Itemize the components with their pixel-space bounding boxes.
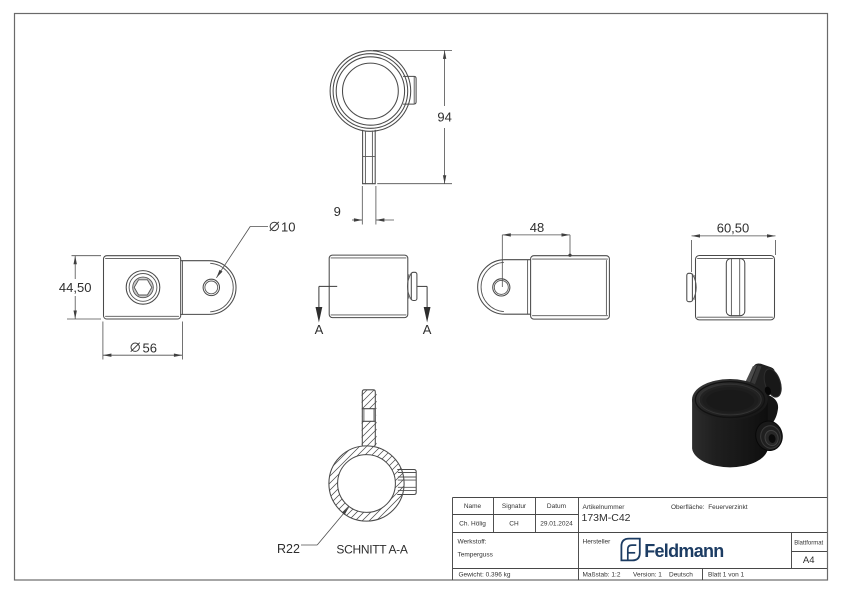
svg-text:173M-C42: 173M-C42 — [582, 512, 631, 524]
svg-text:Werkstoff:: Werkstoff: — [458, 539, 487, 546]
svg-text:CH: CH — [509, 521, 519, 528]
svg-text:10: 10 — [281, 219, 295, 234]
svg-text:Name: Name — [464, 503, 482, 510]
svg-text:Blattformat: Blattformat — [794, 541, 823, 547]
svg-text:A: A — [315, 322, 324, 337]
svg-text:48: 48 — [530, 220, 544, 235]
svg-text:60,50: 60,50 — [717, 221, 750, 236]
svg-text:Artikelnummer: Artikelnummer — [583, 504, 626, 511]
svg-text:Temperguss: Temperguss — [458, 552, 494, 559]
svg-text:Hersteller: Hersteller — [583, 539, 612, 546]
svg-text:94: 94 — [437, 110, 451, 125]
svg-text:A4: A4 — [803, 555, 815, 566]
svg-text:Deutsch: Deutsch — [669, 572, 693, 579]
svg-text:56: 56 — [143, 340, 157, 355]
svg-text:9: 9 — [334, 204, 341, 219]
svg-text:44,50: 44,50 — [59, 280, 92, 295]
svg-text:R22: R22 — [277, 542, 300, 556]
svg-text:A: A — [423, 322, 432, 337]
svg-text:Maßstab: 1:2: Maßstab: 1:2 — [583, 572, 621, 579]
svg-text:Blatt 1 von 1: Blatt 1 von 1 — [708, 572, 745, 579]
svg-text:Oberfläche: Feuerverzinkt: Oberfläche: Feuerverzinkt — [671, 504, 748, 511]
svg-text:Gewicht: 0.396 kg: Gewicht: 0.396 kg — [459, 572, 511, 579]
svg-text:29.01.2024: 29.01.2024 — [540, 521, 573, 528]
svg-text:Version: 1: Version: 1 — [633, 572, 662, 579]
svg-text:Datum: Datum — [547, 503, 566, 510]
svg-text:Feldmann: Feldmann — [644, 541, 723, 561]
svg-text:SCHNITT A-A: SCHNITT A-A — [336, 542, 407, 556]
svg-text:Ch. Hölig: Ch. Hölig — [459, 521, 486, 528]
svg-text:Signatur: Signatur — [502, 503, 527, 510]
